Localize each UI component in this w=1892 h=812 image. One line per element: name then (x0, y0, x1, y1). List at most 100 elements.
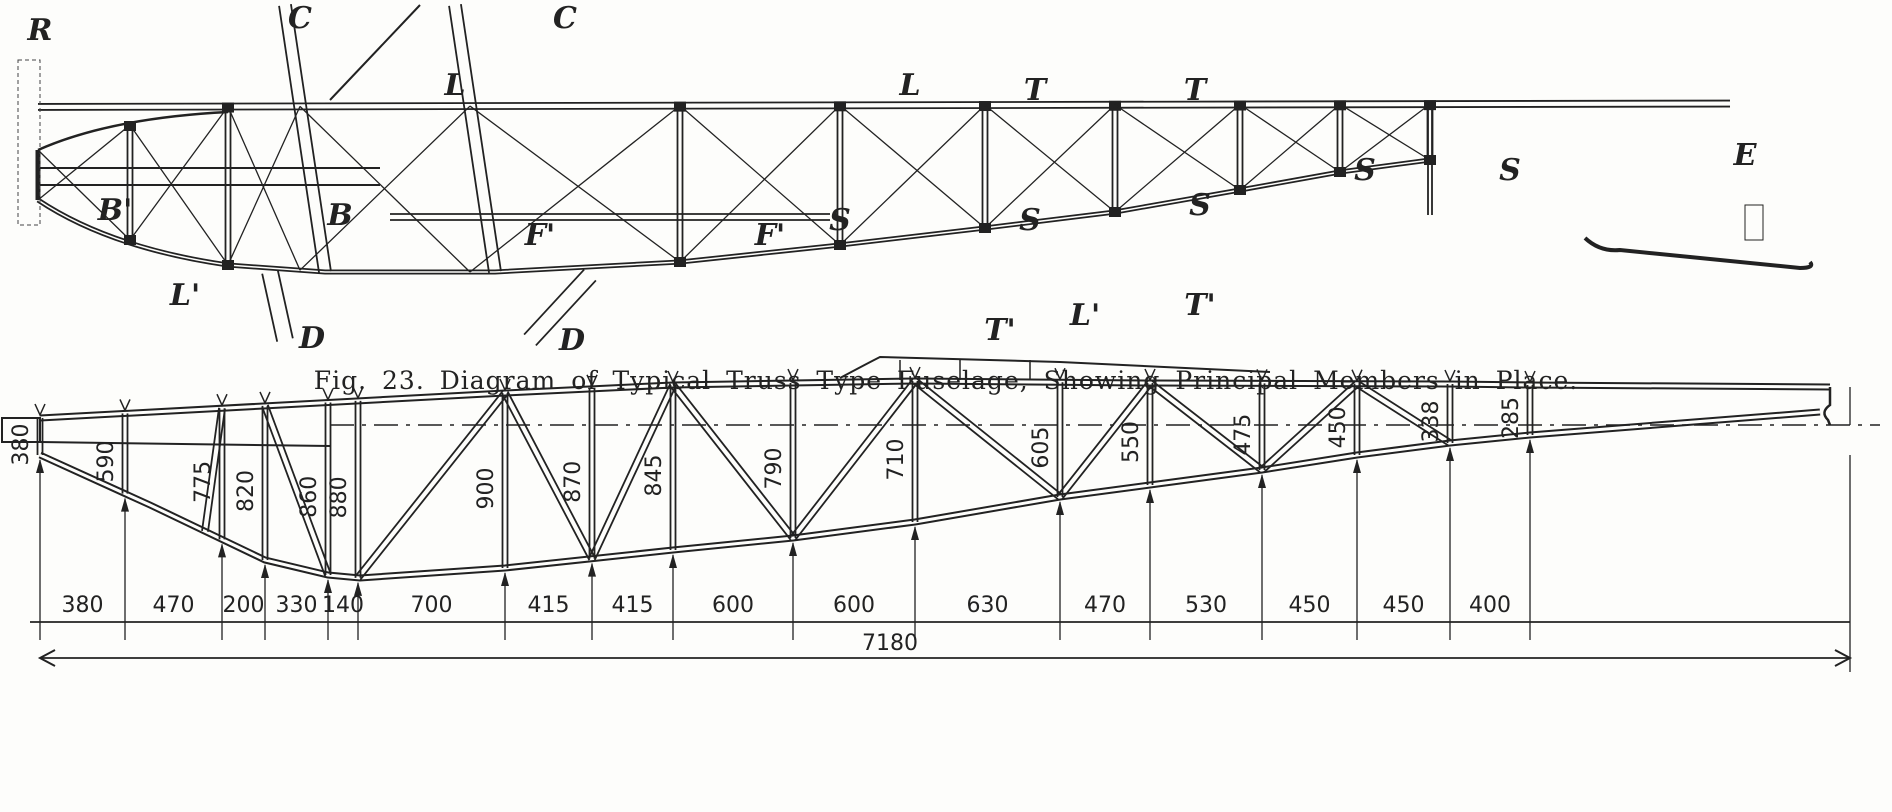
station-tick (586, 374, 598, 388)
radiator-outline-dotted (17, 59, 41, 226)
diagonal-member (1259, 380, 1356, 469)
diagonal-member (1358, 380, 1453, 442)
bay-length-label: 450 (1289, 593, 1331, 618)
diagonal-member (794, 382, 919, 541)
station-tick (1524, 370, 1536, 384)
cross-bracing-wire (1239, 103, 1341, 191)
member-label: B (326, 198, 352, 233)
cross-bracing-wire (839, 104, 986, 246)
station-tick (1256, 369, 1268, 383)
figure-caption: Fig. 23. Diagram of Typical Truss Type F… (313, 366, 1579, 395)
arrowhead (588, 562, 596, 577)
station-tick (909, 366, 921, 380)
cross-bracing-wire (679, 104, 841, 263)
bay-length-label: 200 (223, 593, 265, 618)
station-height-label: 590 (94, 441, 119, 483)
diagonal-member (916, 377, 1063, 496)
station-tick (259, 391, 271, 405)
member-label: L (898, 68, 920, 103)
station-height-label: 338 (1419, 401, 1444, 443)
bay-length-label: 450 (1383, 593, 1425, 618)
station-tick (1144, 368, 1156, 382)
station-height-label: 790 (762, 448, 787, 490)
landing-gear-strut (261, 273, 279, 342)
diagonal-member (1354, 385, 1449, 447)
arrowhead (1526, 439, 1534, 453)
arrowhead (218, 543, 226, 558)
arrowhead (354, 581, 362, 596)
cabane-strut (290, 3, 332, 272)
landing-gear-strut (523, 268, 585, 336)
arrowhead (1146, 489, 1154, 503)
diagonal-member (1263, 385, 1360, 473)
member-label: F' (754, 218, 785, 253)
bay-length-label: 470 (153, 593, 195, 618)
landing-gear-strut (276, 270, 294, 339)
diagonal-member (201, 407, 220, 532)
diagonal-member (669, 386, 792, 541)
diagonal-member (588, 383, 672, 558)
arrowhead (789, 542, 797, 556)
member-label: S (1189, 188, 1211, 223)
station-tick (216, 393, 228, 408)
cross-bracing-wire (469, 105, 681, 263)
member-label: C (553, 1, 577, 36)
member-label: S (1499, 153, 1521, 188)
member-label: S (1354, 153, 1376, 188)
bay-length-label: 530 (1185, 593, 1227, 618)
station-tick (119, 399, 131, 413)
member-label: S (829, 203, 851, 238)
station-height-label: 380 (9, 424, 34, 466)
diagonal-member (261, 406, 327, 577)
station-height-label: 605 (1029, 427, 1054, 469)
diagonal-member (501, 393, 591, 561)
bay-length-label: 630 (967, 593, 1009, 618)
joint-fitting (979, 101, 991, 112)
bay-length-label: 415 (528, 593, 570, 618)
member-label: F' (524, 218, 555, 253)
cross-bracing-wire (1239, 103, 1341, 173)
cross-bracing-wire (129, 124, 229, 266)
bay-length-label: 700 (411, 593, 453, 618)
station-height-label: 900 (474, 468, 499, 510)
engine-bearer (39, 441, 331, 447)
diagonal-member (359, 394, 509, 581)
cross-bracing-wire (1114, 104, 1241, 191)
diagonal-member (266, 404, 332, 575)
sternpost (1823, 387, 1832, 426)
bay-length-label: 600 (833, 593, 875, 618)
cross-bracing-wire (469, 105, 681, 273)
member-label: T (1184, 73, 1209, 108)
member-label: E (1733, 138, 1758, 173)
station-height-label: 285 (1499, 397, 1524, 439)
arrowhead (1353, 459, 1361, 473)
arrowhead (37, 649, 56, 667)
cabane-strut (278, 5, 320, 274)
station-tick (787, 368, 799, 382)
overall-length-label: 7180 (862, 631, 918, 656)
joint-fitting (674, 101, 686, 112)
bay-length-label: 380 (62, 593, 104, 618)
station-tick (1054, 367, 1066, 382)
cross-bracing-wire (1114, 104, 1241, 213)
station-height-label: 550 (1119, 421, 1144, 463)
member-label: L' (1069, 298, 1100, 333)
station-height-label: 820 (234, 470, 259, 512)
station-tick (352, 386, 364, 400)
bay-length-label: 415 (612, 593, 654, 618)
arrowhead (1834, 649, 1853, 667)
diagonal-member (674, 382, 797, 537)
bay-length-label: 330 (276, 593, 318, 618)
station-height-label: 860 (297, 476, 322, 518)
cabane-strut (448, 5, 490, 274)
arrowhead (1056, 501, 1064, 515)
top-longeron (38, 105, 1731, 111)
cross-bracing-wire (37, 149, 131, 241)
cross-bracing-wire (129, 106, 229, 241)
diagonal-member (1151, 379, 1265, 469)
station-height-label: 870 (561, 461, 586, 503)
member-label: T (1024, 73, 1049, 108)
cross-bracing-wire (299, 105, 471, 271)
cross-bracing-wire (984, 104, 1116, 229)
